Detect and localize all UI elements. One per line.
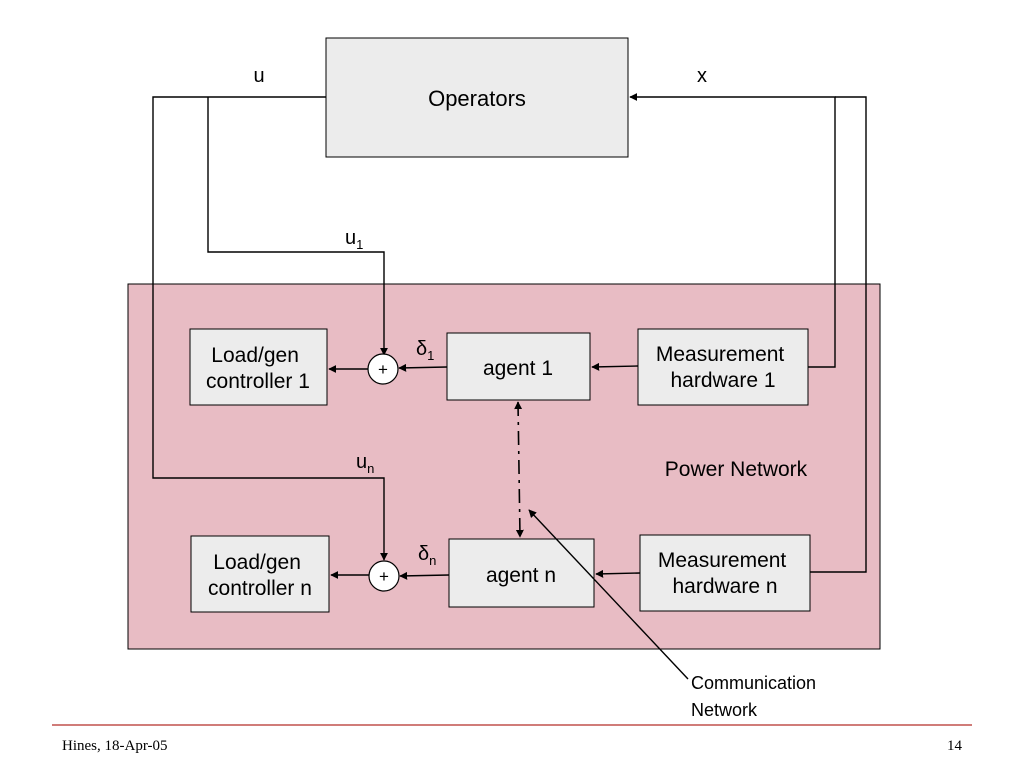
x-feedback-line-n	[810, 96, 867, 573]
measurement-hardware-n-box[interactable]	[639, 534, 811, 612]
operators-box[interactable]	[325, 37, 629, 158]
agent-1-box[interactable]	[446, 332, 591, 401]
measurement-hardware-n-label: Measurement hardware n	[658, 549, 792, 598]
loadgen-controller-n-label: Load/gen controller n	[208, 551, 312, 600]
loadgen-controller-1-box[interactable]	[189, 328, 328, 406]
delta-n-label: δn	[418, 543, 436, 568]
signal-x-label: x	[697, 65, 707, 87]
summing-junction-n	[368, 560, 400, 592]
arrow-agentn-to-sumn	[399, 571, 450, 580]
arrow-measn-to-agentn	[595, 569, 641, 578]
agent-n-box[interactable]	[448, 538, 595, 608]
communication-link	[514, 401, 524, 538]
power-network-label: Power Network	[665, 458, 808, 481]
footer-author-date: Hines, 18-Apr-05	[62, 738, 168, 754]
loadgen-controller-n-box[interactable]	[190, 535, 330, 613]
u-signal-line	[152, 96, 388, 561]
agent-n-label: agent n	[486, 564, 556, 587]
signal-un-label: un	[356, 451, 374, 476]
operators-label: Operators	[428, 86, 526, 111]
measurement-hardware-1-box[interactable]	[637, 328, 809, 406]
sum-symbol-n: +	[379, 567, 389, 586]
arrow-meas1-to-agent1	[591, 362, 639, 371]
u1-signal-line	[207, 97, 388, 356]
signal-u1-label: u1	[345, 227, 363, 252]
communication-network-label: Communication Network	[691, 673, 821, 720]
communication-network-pointer	[528, 509, 689, 680]
signal-u-label: u	[253, 65, 264, 87]
agent-1-label: agent 1	[483, 357, 553, 380]
arrow-agent1-to-sum1	[398, 363, 448, 372]
loadgen-controller-1-label: Load/gen controller 1	[206, 344, 310, 393]
measurement-hardware-1-label: Measurement hardware 1	[656, 343, 790, 392]
x-feedback-line-1	[629, 93, 836, 368]
footer-page-number: 14	[947, 738, 962, 754]
delta-1-label: δ1	[416, 338, 434, 363]
sum-symbol-1: +	[378, 360, 388, 379]
